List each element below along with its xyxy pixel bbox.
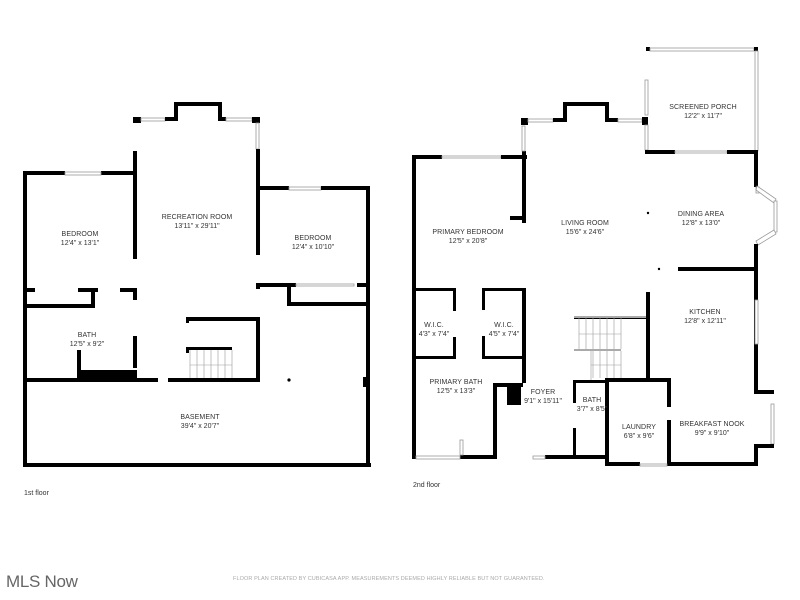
room-dimensions: 13'11" x 29'11" <box>174 223 220 230</box>
room-name: KITCHEN <box>689 309 721 316</box>
room-dimensions: 39'4" x 20'7" <box>180 423 220 430</box>
room-label-dining-area: DINING AREA 12'8" x 13'0" <box>678 210 724 228</box>
room-label-half-bath: BATH 3'7" x 8'5" <box>577 396 608 414</box>
room-name: FOYER <box>530 389 556 396</box>
room-label-wic-left: W.I.C. 4'3" x 7'4" <box>419 321 450 339</box>
room-label-primary-bedroom: PRIMARY BEDROOM 12'5" x 20'8" <box>432 228 503 246</box>
room-label-wic-right: W.I.C. 4'5" x 7'4" <box>489 321 520 339</box>
floor-caption-first: 1st floor <box>24 490 49 497</box>
room-label-bedroom-right: BEDROOM 12'4" x 10'10" <box>292 234 334 252</box>
room-name: RECREATION ROOM <box>161 214 233 221</box>
room-name: SCREENED PORCH <box>669 104 737 111</box>
room-dimensions: 4'5" x 7'4" <box>488 331 520 338</box>
room-name: W.I.C. <box>424 322 444 329</box>
room-dimensions: 15'6" x 24'6" <box>565 229 605 236</box>
room-name: BASEMENT <box>180 414 220 421</box>
room-name: BATH <box>582 397 602 404</box>
room-dimensions: 12'5" x 20'8" <box>448 238 488 245</box>
room-dimensions: 12'8" x 13'0" <box>681 220 721 227</box>
first-floor-walls <box>23 102 371 467</box>
room-label-laundry: LAUNDRY 6'8" x 9'6" <box>622 423 656 441</box>
room-name: W.I.C. <box>494 322 514 329</box>
room-label-primary-bath: PRIMARY BATH 12'5" x 13'3" <box>430 378 483 396</box>
room-dimensions: 12'4" x 13'1" <box>60 240 100 247</box>
room-dimensions: 4'3" x 7'4" <box>418 331 450 338</box>
room-name: DINING AREA <box>677 211 725 218</box>
room-name: BEDROOM <box>61 231 99 238</box>
room-name: PRIMARY BEDROOM <box>432 229 504 236</box>
room-label-bath: BATH 12'5" x 9'2" <box>70 331 105 349</box>
room-dimensions: 3'7" x 8'5" <box>576 406 608 413</box>
floor-caption-second: 2nd floor <box>413 482 441 489</box>
second-floor-walls <box>412 47 778 467</box>
room-label-foyer: FOYER 9'1" x 15'11" <box>524 388 562 406</box>
room-label-recreation-room: RECREATION ROOM 13'11" x 29'11" <box>162 213 233 231</box>
brand-watermark: MLS Now <box>6 572 78 591</box>
room-label-breakfast-nook: BREAKFAST NOOK 9'9" x 9'10" <box>679 420 744 438</box>
room-name: PRIMARY BATH <box>429 379 483 386</box>
room-name: BEDROOM <box>294 235 332 242</box>
room-name: BREAKFAST NOOK <box>679 421 745 428</box>
room-name: LIVING ROOM <box>561 220 609 227</box>
room-dimensions: 12'4" x 10'10" <box>291 244 335 251</box>
room-dimensions: 12'2" x 11'7" <box>684 113 722 120</box>
room-name: LAUNDRY <box>621 424 657 431</box>
room-dimensions: 12'5" x 13'3" <box>436 388 476 395</box>
room-name: BATH <box>77 332 97 339</box>
room-label-bedroom-left: BEDROOM 12'4" x 13'1" <box>61 230 99 248</box>
room-dimensions: 12'5" x 9'2" <box>69 341 105 348</box>
room-dimensions: 6'8" x 9'6" <box>623 433 655 440</box>
room-dimensions: 9'1" x 15'11" <box>524 398 562 405</box>
room-label-basement: BASEMENT 39'4" x 20'7" <box>180 413 219 431</box>
room-dimensions: 12'8" x 12'11" <box>684 318 726 325</box>
room-dimensions: 9'9" x 9'10" <box>694 430 730 437</box>
room-label-screened-porch: SCREENED PORCH 12'2" x 11'7" <box>669 103 737 121</box>
room-label-kitchen: KITCHEN 12'8" x 12'11" <box>684 308 726 326</box>
room-label-living-room: LIVING ROOM 15'6" x 24'6" <box>561 219 609 237</box>
disclaimer-text: FLOOR PLAN CREATED BY CUBICASA APP. MEAS… <box>233 576 545 582</box>
